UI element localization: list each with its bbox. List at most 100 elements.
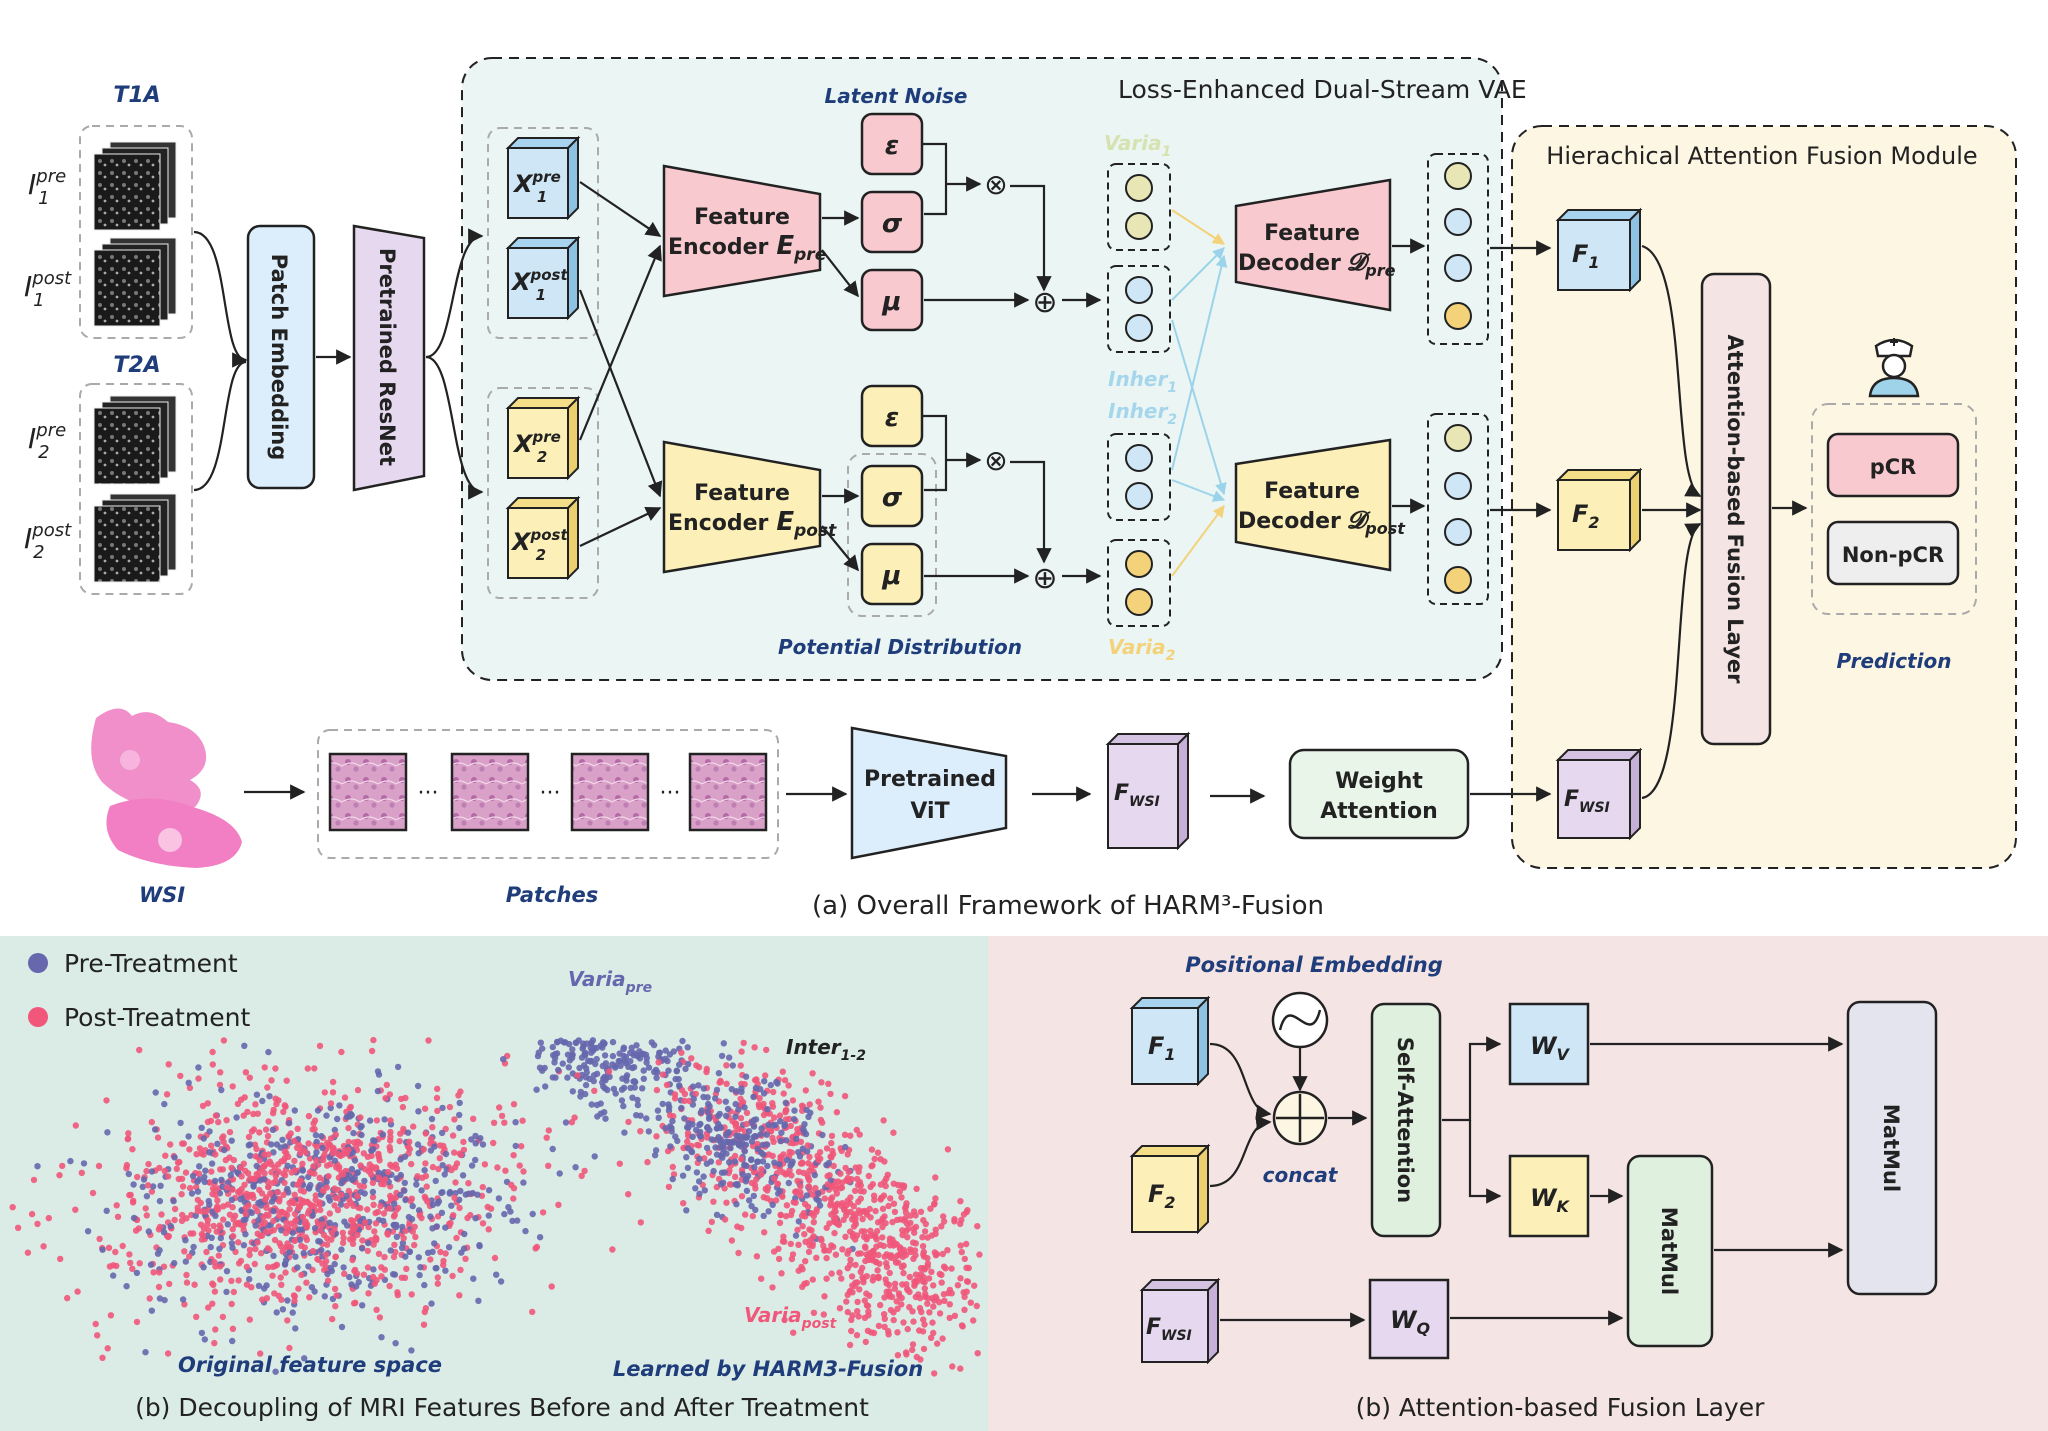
legend-pre-label: Pre-Treatment: [64, 949, 238, 978]
scatter-point-pre: [602, 1115, 609, 1122]
scatter-point-post: [268, 1169, 275, 1176]
scatter-point-post: [229, 1204, 236, 1211]
scatter-point-pre: [802, 1130, 810, 1138]
scatter-point-pre: [311, 1288, 318, 1295]
scatter-point-post: [209, 1280, 216, 1287]
scatter-point-pre: [143, 1193, 151, 1200]
scatter-point-post: [182, 1169, 190, 1176]
scatter-point-post: [353, 1270, 361, 1277]
scatter-point-post: [322, 1258, 330, 1265]
pcr-label: pCR: [1870, 455, 1917, 479]
scatter-point-post: [126, 1251, 133, 1258]
scatter-point-post: [261, 1151, 268, 1158]
scatter-point-post: [94, 1332, 101, 1339]
scatter-point-pre: [441, 1171, 448, 1178]
scatter-point-post: [246, 1316, 253, 1323]
scatter-point-post: [382, 1095, 389, 1102]
scatter-point-post: [387, 1117, 394, 1124]
scatter-point-pre: [664, 1057, 671, 1065]
scatter-point-post: [350, 1300, 358, 1307]
scatter-point-post: [212, 1191, 219, 1199]
scatter-point-pre: [370, 1146, 377, 1153]
scatter-point-post: [421, 1105, 429, 1112]
scatter-point-pre: [713, 1151, 721, 1158]
scatter-point-pre: [678, 1104, 685, 1112]
scatter-point-pre: [582, 1081, 590, 1089]
scatter-point-post: [300, 1146, 307, 1154]
scatter-point-post: [456, 1292, 463, 1299]
scatter-point-pre: [361, 1177, 368, 1185]
scatter-point-post: [715, 1159, 722, 1166]
scatter-point-post: [34, 1220, 41, 1228]
scatter-point-post: [786, 1148, 793, 1156]
scatter-point-post: [161, 1167, 168, 1175]
scatter-point-post: [375, 1154, 383, 1161]
scatter-point-post: [973, 1302, 980, 1310]
scatter-point-post: [365, 1290, 372, 1297]
sigma-pre-label: σ: [882, 209, 903, 239]
inher2-label: Inher2: [1108, 399, 1177, 428]
scatter-point-pre: [316, 1181, 324, 1189]
scatter-point-post: [936, 1299, 943, 1306]
scatter-point-post: [625, 1118, 632, 1126]
scatter-point-post: [296, 1196, 304, 1203]
scatter-point-pre: [601, 1085, 609, 1092]
f1-cube: F1: [1555, 207, 1643, 293]
scatter-point-post: [875, 1251, 882, 1259]
scatter-point-post: [420, 1321, 428, 1328]
scatter-point-pre: [156, 1197, 164, 1205]
scatter-point-pre: [241, 1042, 248, 1050]
scatter-point-post: [964, 1207, 971, 1214]
scatter-point-post: [375, 1174, 382, 1182]
patch-ellipsis-1: ···: [418, 781, 439, 806]
scatter-point-post: [879, 1205, 887, 1213]
scatter-point-pre: [757, 1131, 764, 1138]
scatter-point-post: [99, 1354, 106, 1362]
scatter-point-post: [288, 1169, 295, 1176]
scatter-point-post: [229, 1325, 237, 1333]
scatter-point-post: [237, 1164, 245, 1172]
scatter-point-post: [378, 1264, 385, 1271]
scatter-point-post: [348, 1217, 355, 1224]
scatter-point-pre: [435, 1198, 443, 1205]
scatter-point-pre: [393, 1233, 401, 1241]
scatter-point-pre: [553, 1050, 561, 1057]
scatter-point-pre: [284, 1297, 291, 1304]
scatter-point-post: [316, 1174, 323, 1182]
scatter-point-post: [755, 1101, 762, 1108]
scatter-point-pre: [792, 1194, 799, 1202]
scatter-point-pre: [693, 1169, 701, 1176]
scatter-point-post: [398, 1274, 405, 1281]
scatter-point-post: [279, 1248, 286, 1255]
scatter-point-post: [323, 1184, 330, 1191]
scatter-point-pre: [404, 1129, 412, 1136]
scatter-point-post: [181, 1301, 188, 1308]
scatter-point-post: [889, 1218, 896, 1226]
scatter-point-post: [156, 1269, 163, 1276]
scatter-point-post: [322, 1251, 330, 1259]
scatter-point-pre: [318, 1216, 325, 1223]
scatter-point-post: [545, 1162, 552, 1170]
scatter-point-pre: [415, 1207, 423, 1214]
scatter-point-post: [805, 1174, 812, 1182]
scatter-point-post: [948, 1265, 955, 1272]
scatter-point-post: [872, 1258, 879, 1265]
scatter-point-post: [781, 1077, 789, 1084]
scatter-point-post: [688, 1055, 695, 1062]
scatter-point-pre: [751, 1133, 759, 1140]
scatter-point-pre: [804, 1148, 811, 1155]
scatter-point-pre: [509, 1217, 516, 1225]
scatter-point-post: [324, 1139, 331, 1147]
scatter-point-post: [278, 1296, 285, 1303]
scatter-point-post: [259, 1296, 266, 1303]
scatter-point-post: [821, 1293, 828, 1300]
varia1-label: Varia1: [1104, 131, 1171, 160]
wsi-label: WSI: [139, 883, 185, 907]
scatter-point-post: [357, 1204, 364, 1212]
scatter-point-pre: [587, 1044, 594, 1052]
decoder-pre-word: Feature: [1264, 221, 1360, 246]
scatter-point-pre: [255, 1282, 263, 1290]
scatter-point-pre: [446, 1190, 453, 1197]
scatter-point-post: [45, 1214, 52, 1222]
scatter-point-pre: [252, 1222, 259, 1229]
